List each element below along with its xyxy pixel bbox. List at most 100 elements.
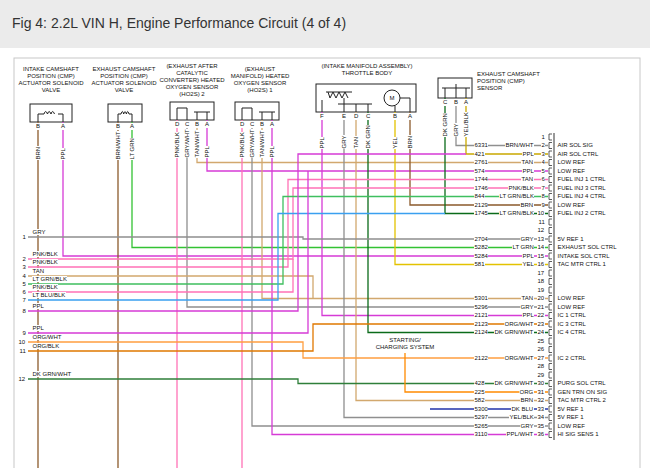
wire-color: YEL — [522, 261, 534, 268]
motor-symbol — [384, 90, 400, 106]
wire-color: ORG/WHT — [504, 355, 534, 362]
signal-name: FUEL INJ 3 CTRL — [557, 185, 606, 192]
wire-color: YEL/BLK — [463, 112, 470, 137]
signal-name: INTAKE SOL CTRL — [557, 253, 610, 260]
signal-name: FUEL INJ 2 CTRL — [557, 210, 606, 217]
wire-color: PPL — [522, 151, 534, 158]
wire — [241, 120, 242, 468]
connector-pin-number: 11 — [19, 348, 26, 355]
connector-pin-number: 2 — [22, 256, 26, 263]
wire-color: TAN/WHT — [194, 130, 201, 158]
wire-color: ORG/WHT — [32, 334, 62, 341]
signal-name: IC 1 CTRL — [557, 312, 586, 319]
sensor-connector — [170, 102, 214, 120]
wire — [410, 112, 548, 205]
signal-name: TAC MTR CTRL 1 — [557, 261, 606, 268]
connector-cavity-bracket — [549, 423, 552, 429]
pin-number: 2 — [541, 142, 545, 149]
connector-cavity-bracket — [549, 245, 552, 251]
component-label: INTAKE CAMSHAFT POSITION (CMP) ACTUATOR … — [16, 66, 86, 94]
connector-cavity-bracket — [549, 253, 552, 259]
wire-color: BRN — [407, 135, 414, 149]
pin-letter: B — [393, 113, 398, 120]
connector-body-line — [554, 133, 555, 440]
wire-color: LT GRN — [512, 244, 534, 251]
pin-number: 10 — [537, 210, 545, 217]
wire-color: PNK/BLK — [508, 185, 534, 192]
connector-cavity-bracket — [549, 287, 552, 293]
connector-cavity-bracket — [549, 211, 552, 217]
pin-letter: B — [454, 99, 459, 106]
wire-color: PPL — [319, 137, 326, 149]
connector-pin-number: 4 — [22, 273, 26, 280]
pin-letter: D — [354, 113, 359, 120]
wire-color: DK GRN — [442, 113, 449, 137]
solenoid-pins — [38, 114, 63, 122]
wire-color: PPL — [522, 253, 534, 260]
pin-number: 5 — [541, 168, 545, 175]
pin-number: 30 — [537, 380, 545, 387]
throttle-body-box — [316, 84, 416, 112]
signal-name: TAC MTR CTRL 2 — [557, 397, 606, 404]
wire-color: ORG/BLK — [32, 343, 60, 350]
heater-symbol — [242, 108, 275, 120]
signal-name: IC 4 CTRL — [557, 329, 586, 336]
pin-number: 27 — [537, 355, 545, 362]
circuit-number: 844 — [474, 193, 485, 200]
wire-color: TAN/WHT — [259, 130, 266, 158]
connector-pin-number: 7 — [22, 297, 26, 304]
pin-letter: A — [61, 123, 66, 130]
signal-name: LOW REF — [557, 423, 585, 430]
wire-color: DK BLU — [511, 406, 534, 413]
connector-cavity-bracket — [549, 236, 552, 242]
signal-name: GEN TRN ON SIG — [557, 389, 608, 396]
wire-color: GRY — [520, 304, 534, 311]
wire — [456, 98, 548, 146]
circuit-number: 574 — [474, 168, 485, 175]
pin-number: 20 — [537, 295, 545, 302]
component-name: (EXHAUST MANIFOLD) HEATED OXYGEN SENSOR … — [229, 66, 291, 94]
signal-name: LOW REF — [557, 202, 585, 209]
connector-cavity-bracket — [549, 398, 552, 404]
wire — [28, 342, 548, 358]
pin-letter: A — [205, 121, 210, 128]
signal-name: 5V REF 1 — [557, 236, 584, 243]
wire-color: LT GRN/BLK — [32, 276, 67, 283]
wire — [466, 98, 548, 154]
heater-symbol — [177, 108, 210, 120]
wire — [28, 214, 445, 301]
pin-number: 12 — [537, 227, 545, 234]
wire-color: LT BLU/BLK — [32, 292, 66, 299]
connector-cavity-bracket — [549, 185, 552, 191]
wire-color: BRN — [520, 202, 534, 209]
pin-letter: A — [408, 113, 413, 120]
signal-name: PURG SOL CTRL — [557, 380, 606, 387]
component-name: EXHAUST CAMSHAFT POSITION (CMP) SENSOR — [477, 71, 549, 92]
pin-number: 31 — [537, 389, 545, 396]
pin-letter: B — [260, 121, 265, 128]
pin-letter: C — [443, 99, 448, 106]
pin-number: 3 — [541, 151, 545, 158]
wire — [252, 120, 548, 426]
wire — [117, 122, 118, 468]
connector-cavity-bracket — [549, 304, 552, 310]
wire — [28, 197, 548, 285]
circuit-number: 5296 — [474, 304, 488, 311]
pin-number: 14 — [537, 244, 545, 251]
component-name: (INTAKE MANIFOLD ASSEMBLY) THROTTLE BODY — [316, 63, 418, 77]
circuit-number: 582 — [474, 397, 485, 404]
circuit-number: 5300 — [474, 406, 488, 413]
coil-symbol — [121, 112, 129, 115]
component-label: (EXHAUST AFTER CATALYTIC CONVERTER) HEAT… — [159, 63, 225, 98]
wire — [28, 276, 313, 299]
wire — [405, 353, 548, 392]
wire-color: PPL — [522, 168, 534, 175]
coil-symbol — [44, 112, 55, 115]
wire-color: BRN — [520, 397, 534, 404]
wire-color: DK GRN/WHT — [32, 371, 72, 378]
pin-letter: A — [130, 123, 135, 130]
wire-color: DK GRN/WHT — [494, 329, 534, 336]
wire — [132, 122, 548, 248]
wire-color: LT GRN — [129, 138, 136, 160]
signal-name: EXHAUST SOL CTRL — [557, 244, 617, 251]
